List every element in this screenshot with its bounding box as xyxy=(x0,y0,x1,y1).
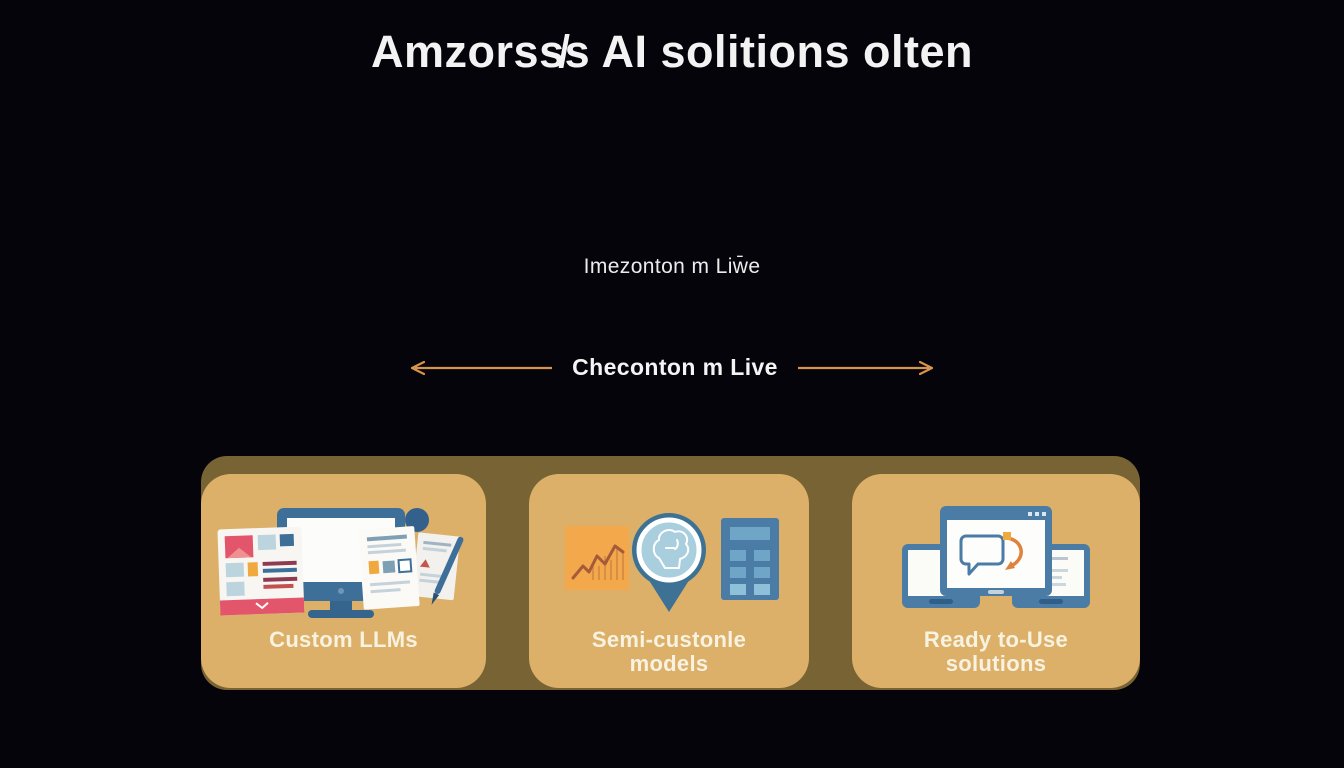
divider-label: Checonton m Live xyxy=(572,354,778,380)
card-label: Ready to-Use solutions xyxy=(852,628,1140,676)
card-label-line1: Ready to-Use xyxy=(923,627,1069,652)
card-label: Semi-custonle models xyxy=(529,628,809,676)
card-label-line1: Semi-custonle xyxy=(591,627,747,652)
monitor-and-documents-illustration xyxy=(201,502,486,624)
card-label-line2: solutions xyxy=(945,651,1047,676)
card-semi-custom-models: Semi-custonle models xyxy=(529,474,809,688)
left-arrow-icon xyxy=(411,360,553,375)
right-arrow-icon xyxy=(797,360,933,375)
chart-pin-calculator-icon xyxy=(565,513,779,612)
card-label: Custom LLMs xyxy=(201,628,486,652)
devices-chat-icon xyxy=(902,506,1090,608)
monitor-documents-icon xyxy=(217,508,463,618)
devices-chat-sync-illustration xyxy=(852,502,1140,624)
page-title: Amzorss̸s AI solitions olten xyxy=(371,26,973,77)
divider-row: Checonton m Live xyxy=(0,354,1344,381)
card-label-line1: Custom LLMs xyxy=(269,627,418,652)
mid-label: Imezonton m Liw̄e xyxy=(583,255,761,278)
card-ready-to-use-solutions: Ready to-Use solutions xyxy=(852,474,1140,688)
card-label-line2: models xyxy=(629,651,709,676)
chart-pin-calculator-illustration xyxy=(529,502,809,624)
card-custom-llms: Custom LLMs xyxy=(201,474,486,688)
